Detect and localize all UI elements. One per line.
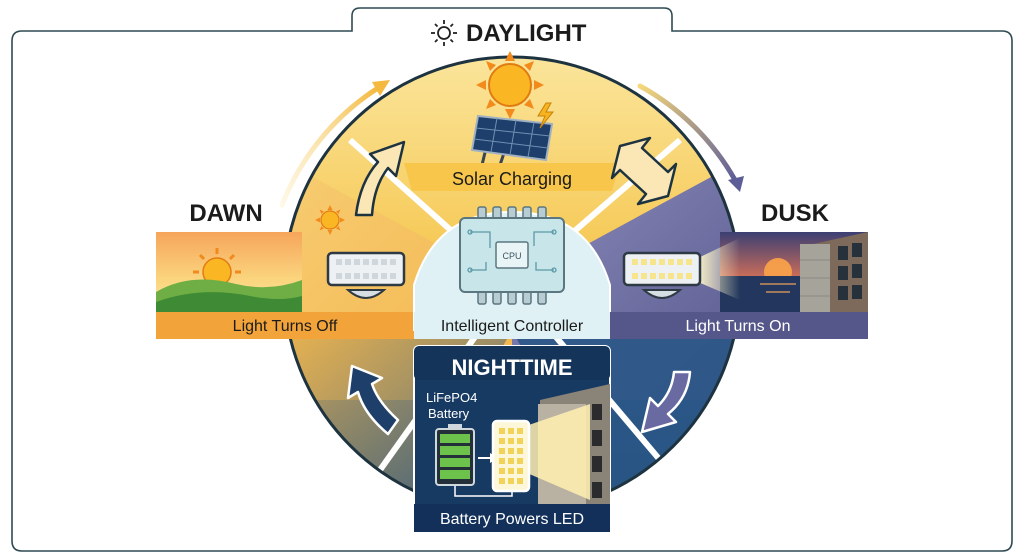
intelligent-controller-label: Intelligent Controller [441,318,584,335]
battery-type-line2: Battery [428,406,470,421]
lightning-icon [537,102,555,129]
led-lamp-icon [622,251,702,287]
cpu-chip-icon: CPU [459,206,565,305]
sun-icon [315,205,345,235]
dawn-scene [156,232,302,312]
cycle-arrow-head [728,176,744,192]
cpu-label: CPU [502,251,521,261]
cycle-arrow-icon [346,364,400,436]
led-lamp-icon [491,419,531,493]
dusk-caption-bar [610,312,868,339]
sun-icon [431,20,457,46]
nighttime-caption-bar [414,504,610,532]
dusk-label: DUSK [761,200,830,227]
light-turns-off-label: Light Turns Off [233,318,338,335]
intelligent-controller: CPU Intelligent Controller [413,206,611,339]
light-beam [698,238,740,300]
motion-sensor-icon [345,289,387,299]
led-lamp-icon [326,251,406,287]
light-turns-on-label: Light Turns On [686,318,791,335]
sun-icon [476,51,544,119]
dawn-caption-bar [156,312,414,339]
battery-type-line1: LiFePO4 [426,390,477,405]
motion-sensor-icon [641,289,683,299]
cycle-arrow-icon [637,83,738,183]
cycle-arrow-icon [640,370,692,434]
daylight-title: DAYLIGHT [431,20,587,47]
nighttime-label: NIGHTTIME [452,355,573,380]
cycle-arrow-icon [354,140,406,217]
battery-powers-led-label: Battery Powers LED [440,511,584,528]
wire-line [454,486,513,497]
daylight-label: DAYLIGHT [466,20,587,47]
solar-charging-label: Solar Charging [452,169,572,189]
building-icon [800,232,868,312]
cycle-arrow-icon [279,85,381,208]
cycle-arrow-head [372,80,390,96]
dusk-scene [720,232,868,312]
dawn-label: DAWN [189,200,262,227]
solar-panel-icon [470,114,554,166]
nighttime-panel: NIGHTTIME LiFePO4 Battery [413,345,611,533]
light-beam [520,404,590,500]
battery-icon [435,424,475,486]
cycle-arrow-icon [610,136,678,206]
solar-charging-banner: Solar Charging [404,163,620,191]
